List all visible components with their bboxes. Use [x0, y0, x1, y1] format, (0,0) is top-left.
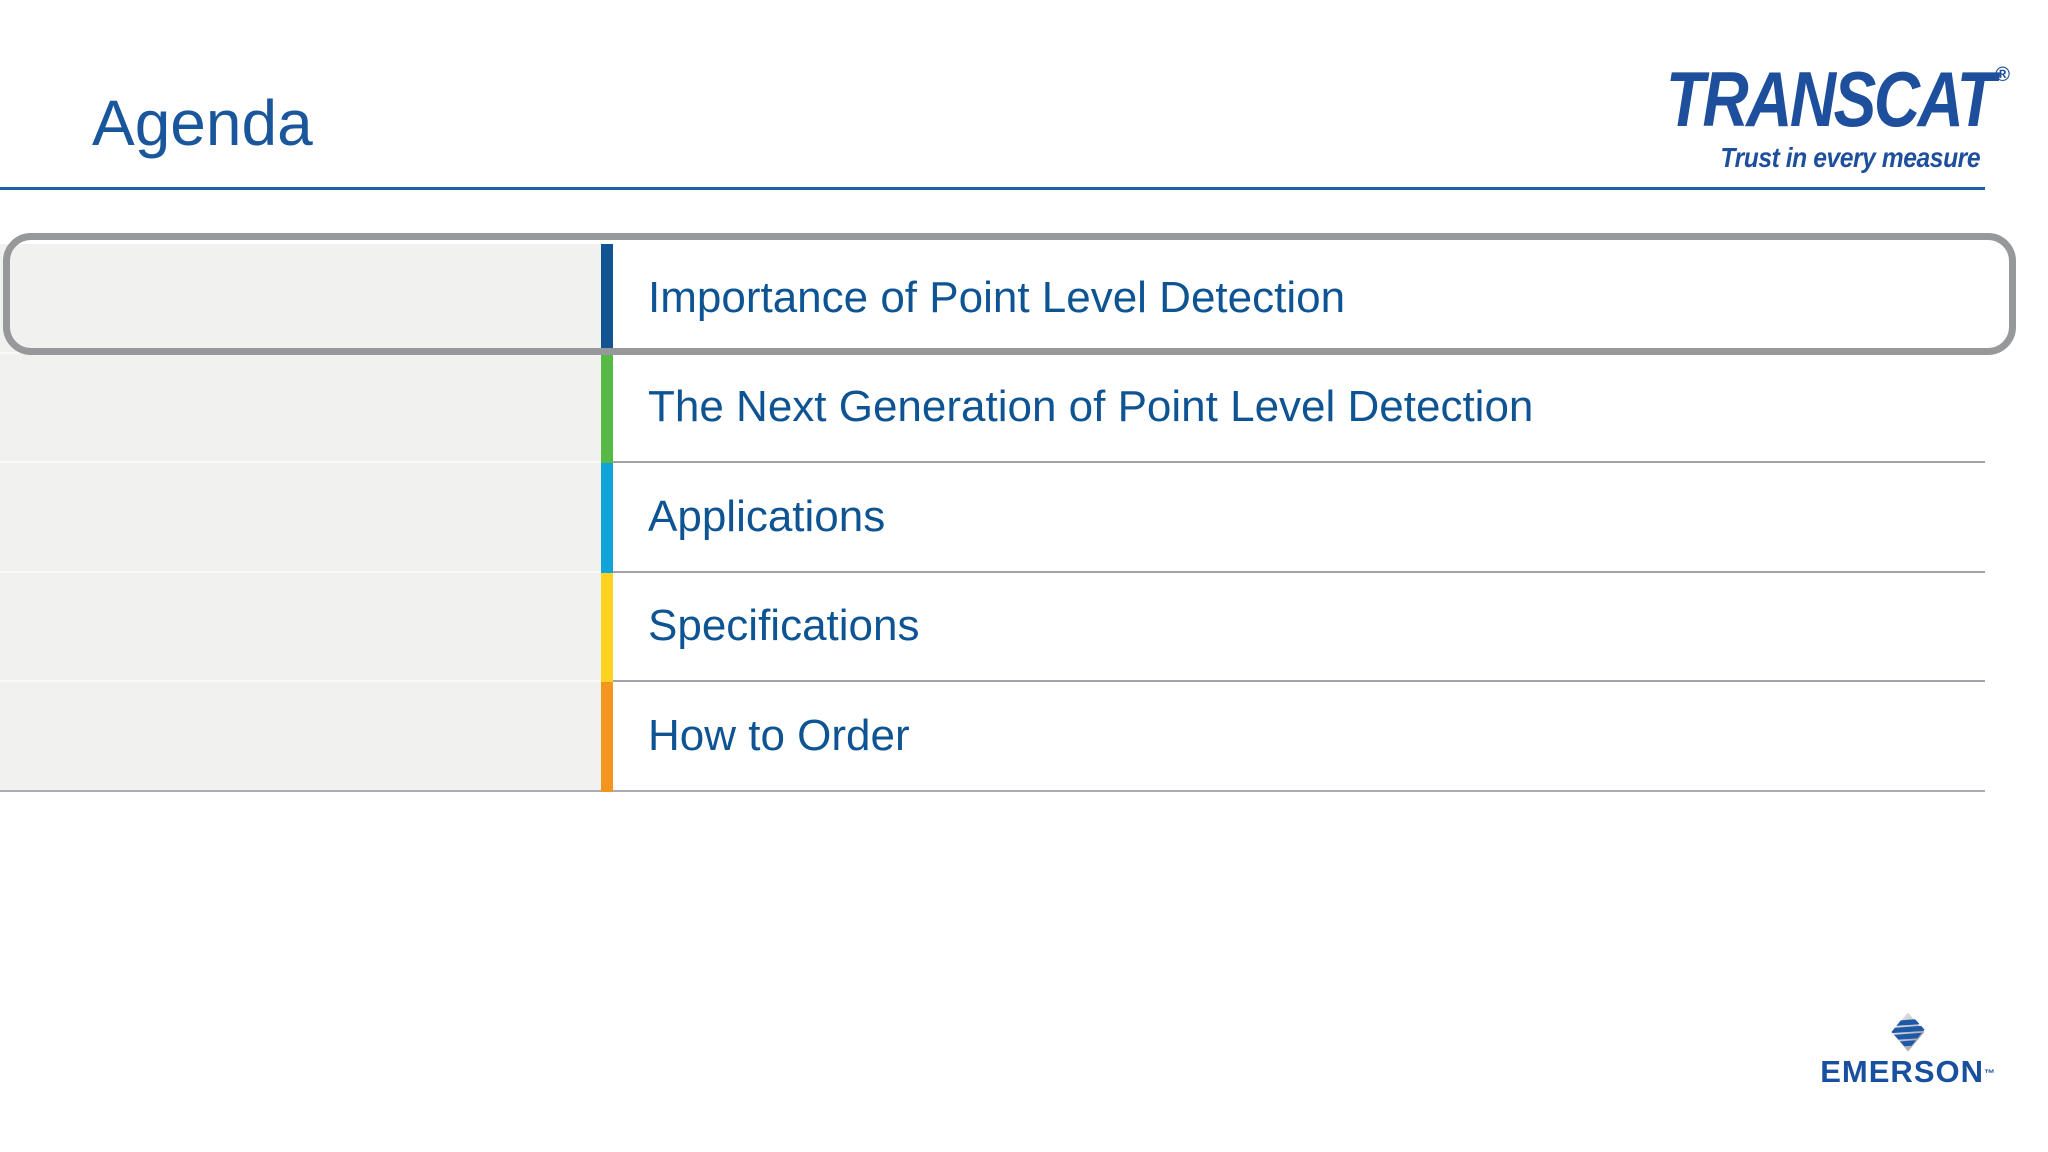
agenda-item-importance[interactable]: Importance of Point Level Detection — [0, 244, 1985, 354]
agenda-item-specifications[interactable]: Specifications — [0, 572, 1985, 683]
emerson-wordmark-row: EMERSON ™ — [1820, 1054, 1995, 1090]
agenda-item-label: The Next Generation of Point Level Detec… — [648, 382, 1534, 432]
title-divider — [0, 187, 1985, 190]
page-title: Agenda — [92, 87, 313, 159]
agenda-row-left-cell — [0, 353, 601, 464]
transcat-wordmark: TRANSCAT — [1665, 55, 1996, 143]
agenda-item-label: How to Order — [648, 710, 910, 760]
agenda-item-how-to-order[interactable]: How to Order — [0, 682, 1985, 792]
accent-bar — [601, 353, 613, 464]
agenda-list: Importance of Point Level Detection The … — [0, 244, 1985, 792]
emerson-logo: EMERSON ™ — [1820, 1012, 1995, 1090]
agenda-row-left-cell — [0, 463, 601, 573]
accent-bar — [601, 244, 613, 354]
emerson-wordmark: EMERSON — [1820, 1054, 1984, 1089]
transcat-wordmark-row: TRANSCAT ® — [1594, 55, 2010, 143]
trademark-symbol: ™ — [1984, 1068, 1995, 1080]
agenda-item-applications[interactable]: Applications — [0, 463, 1985, 573]
agenda-row-left-cell — [0, 682, 601, 792]
agenda-row-main-cell: Applications — [613, 463, 1985, 573]
agenda-row-left-cell — [0, 572, 601, 683]
accent-bar — [601, 463, 613, 573]
agenda-row-main-cell: Specifications — [613, 572, 1985, 683]
accent-bar — [601, 682, 613, 792]
emerson-diamond-icon — [1891, 1012, 1925, 1052]
transcat-logo: TRANSCAT ® Trust in every measure — [1594, 55, 2010, 174]
agenda-item-label: Applications — [648, 491, 886, 541]
selected-item-ring — [3, 233, 2016, 355]
agenda-item-next-generation[interactable]: The Next Generation of Point Level Detec… — [0, 353, 1985, 464]
agenda-row-main-cell: Importance of Point Level Detection — [613, 244, 1985, 354]
agenda-item-label: Importance of Point Level Detection — [648, 272, 1346, 322]
agenda-item-label: Specifications — [648, 601, 920, 651]
agenda-row-main-cell: The Next Generation of Point Level Detec… — [613, 353, 1985, 464]
accent-bar — [601, 572, 613, 683]
agenda-row-main-cell: How to Order — [613, 682, 1985, 792]
transcat-tagline: Trust in every measure — [1720, 142, 1980, 174]
registered-trademark-symbol: ® — [1995, 64, 2010, 86]
